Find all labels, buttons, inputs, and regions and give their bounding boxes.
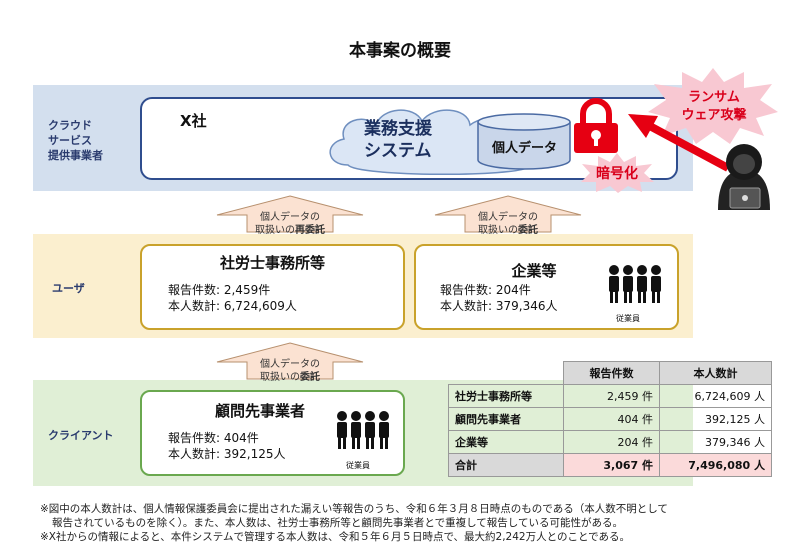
kigyou-employee-label: 従業員 [616, 314, 640, 323]
table-cell-reports: 2,459 件 [563, 384, 660, 408]
sharoushi-title: 社労士事務所等 [219, 254, 325, 272]
kigyou-stats: 報告件数: 204件 本人数計: 379,346人 [440, 282, 557, 314]
table-cell-reports: 204 件 [563, 430, 660, 454]
entrust-right-line1: 個人データの [478, 212, 538, 223]
table-cell-persons: 392,125 人 [659, 407, 772, 431]
entrust-arrow-right-text: 個人データの 取扱いの委託 [463, 211, 553, 237]
entrust-bottom-emph: 委託 [300, 372, 320, 383]
entrust-right-line2: 取扱いの [478, 225, 518, 236]
table-header-persons: 本人数計 [659, 361, 772, 385]
table-row-label: 顧問先事業者 [448, 407, 564, 431]
ransomware-line2: ウェア攻撃 [681, 108, 747, 123]
kigyou-reports: 報告件数: 204件 [440, 283, 531, 297]
table-row: 企業等 204 件 379,346 人 [448, 430, 772, 454]
sharoushi-reports: 報告件数: 2,459件 [168, 283, 271, 297]
re-entrust-arrow-text: 個人データの 取扱いの再委託 [245, 211, 335, 237]
ransomware-burst-icon [648, 68, 778, 144]
kigyou-box [414, 244, 679, 330]
komon-employee-label: 従業員 [346, 461, 370, 470]
table-row-label: 社労士事務所等 [448, 384, 564, 408]
footnote-1-cont: 報告されているものを除く）。また、本人数は、社労士事務所等と顧問先事業者とで重複… [52, 517, 623, 529]
footnote-1: ※図中の本人数計は、個人情報保護委員会に提出された漏えい等報告のうち、令和６年３… [40, 503, 668, 515]
cloud-band-label-line2: サービス [48, 134, 92, 147]
x-company-label: X社 [180, 112, 207, 130]
encryption-burst-icon [581, 153, 654, 193]
table-row: 社労士事務所等 2,459 件 6,724,609 人 [448, 384, 772, 408]
business-system-line2: システム [364, 141, 432, 161]
lock-icon [574, 98, 618, 153]
client-band-label: クライアント [48, 429, 114, 442]
re-entrust-arrow-icon [216, 195, 364, 233]
client-employees-icon [337, 411, 389, 449]
table-corner [449, 362, 564, 385]
table-cell-persons: 379,346 人 [659, 430, 772, 454]
entrust-arrow-right-icon [434, 195, 582, 233]
page-title: 本事案の概要 [349, 41, 451, 61]
entrust-arrow-bottom-icon [216, 342, 364, 380]
table-row-label: 企業等 [448, 430, 564, 454]
database-icon [477, 113, 571, 170]
komon-title: 顧問先事業者 [214, 402, 305, 420]
user-band-label: ユーザ [52, 282, 85, 295]
table-total-row: 合計 3,067 件 7,496,080 人 [448, 453, 772, 477]
table-total-reports: 3,067 件 [563, 453, 660, 477]
cloud-band-label-line3: 提供事業者 [48, 149, 103, 162]
komon-reports: 報告件数: 404件 [168, 431, 259, 445]
table-header-reports: 報告件数 [563, 361, 660, 385]
cloud-band-label-line1: クラウド [48, 119, 92, 132]
kigyou-title: 企業等 [511, 262, 557, 280]
table-cell-persons: 6,724,609 人 [659, 384, 772, 408]
cloud-band-label: クラウド サービス 提供事業者 [48, 118, 103, 163]
employees-icon [609, 265, 661, 303]
footnote-2: ※X社からの情報によると、本件システムで管理する本人数は、令和５年６月５日時点で… [40, 531, 631, 543]
kigyou-persons: 本人数計: 379,346人 [440, 299, 558, 313]
encryption-label: 暗号化 [596, 166, 638, 182]
sharoushi-persons: 本人数計: 6,724,609人 [168, 299, 297, 313]
business-system-line1: 業務支援 [364, 119, 432, 139]
table-total-persons: 7,496,080 人 [659, 453, 772, 477]
summary-table: 報告件数 本人数計 社労士事務所等 2,459 件 6,724,609 人 顧問… [448, 361, 772, 477]
table-header-row: 報告件数 本人数計 [449, 361, 772, 385]
re-entrust-emph: 再委託 [295, 225, 325, 236]
entrust-bottom-line2: 取扱いの [260, 372, 300, 383]
sharoushi-stats: 報告件数: 2,459件 本人数計: 6,724,609人 [168, 282, 297, 314]
attack-arrow-icon [628, 114, 730, 172]
entrust-bottom-line1: 個人データの [260, 359, 320, 370]
table-total-label: 合計 [448, 453, 564, 477]
ransomware-line1: ランサム [688, 90, 740, 105]
table-cell-reports: 404 件 [563, 407, 660, 431]
komon-stats: 報告件数: 404件 本人数計: 392,125人 [168, 430, 285, 462]
personal-data-label: 個人データ [492, 141, 558, 156]
ransomware-label: ランサム ウェア攻撃 [676, 89, 752, 125]
komon-persons: 本人数計: 392,125人 [168, 447, 286, 461]
re-entrust-line1: 個人データの [260, 212, 320, 223]
re-entrust-line2: 取扱いの [255, 225, 295, 236]
business-system-label: 業務支援 システム [364, 118, 432, 162]
hacker-icon [718, 144, 770, 210]
table-row: 顧問先事業者 404 件 392,125 人 [448, 407, 772, 431]
sharoushi-box [140, 244, 405, 330]
entrust-arrow-bottom-text: 個人データの 取扱いの委託 [245, 358, 335, 384]
entrust-right-emph: 委託 [518, 225, 538, 236]
